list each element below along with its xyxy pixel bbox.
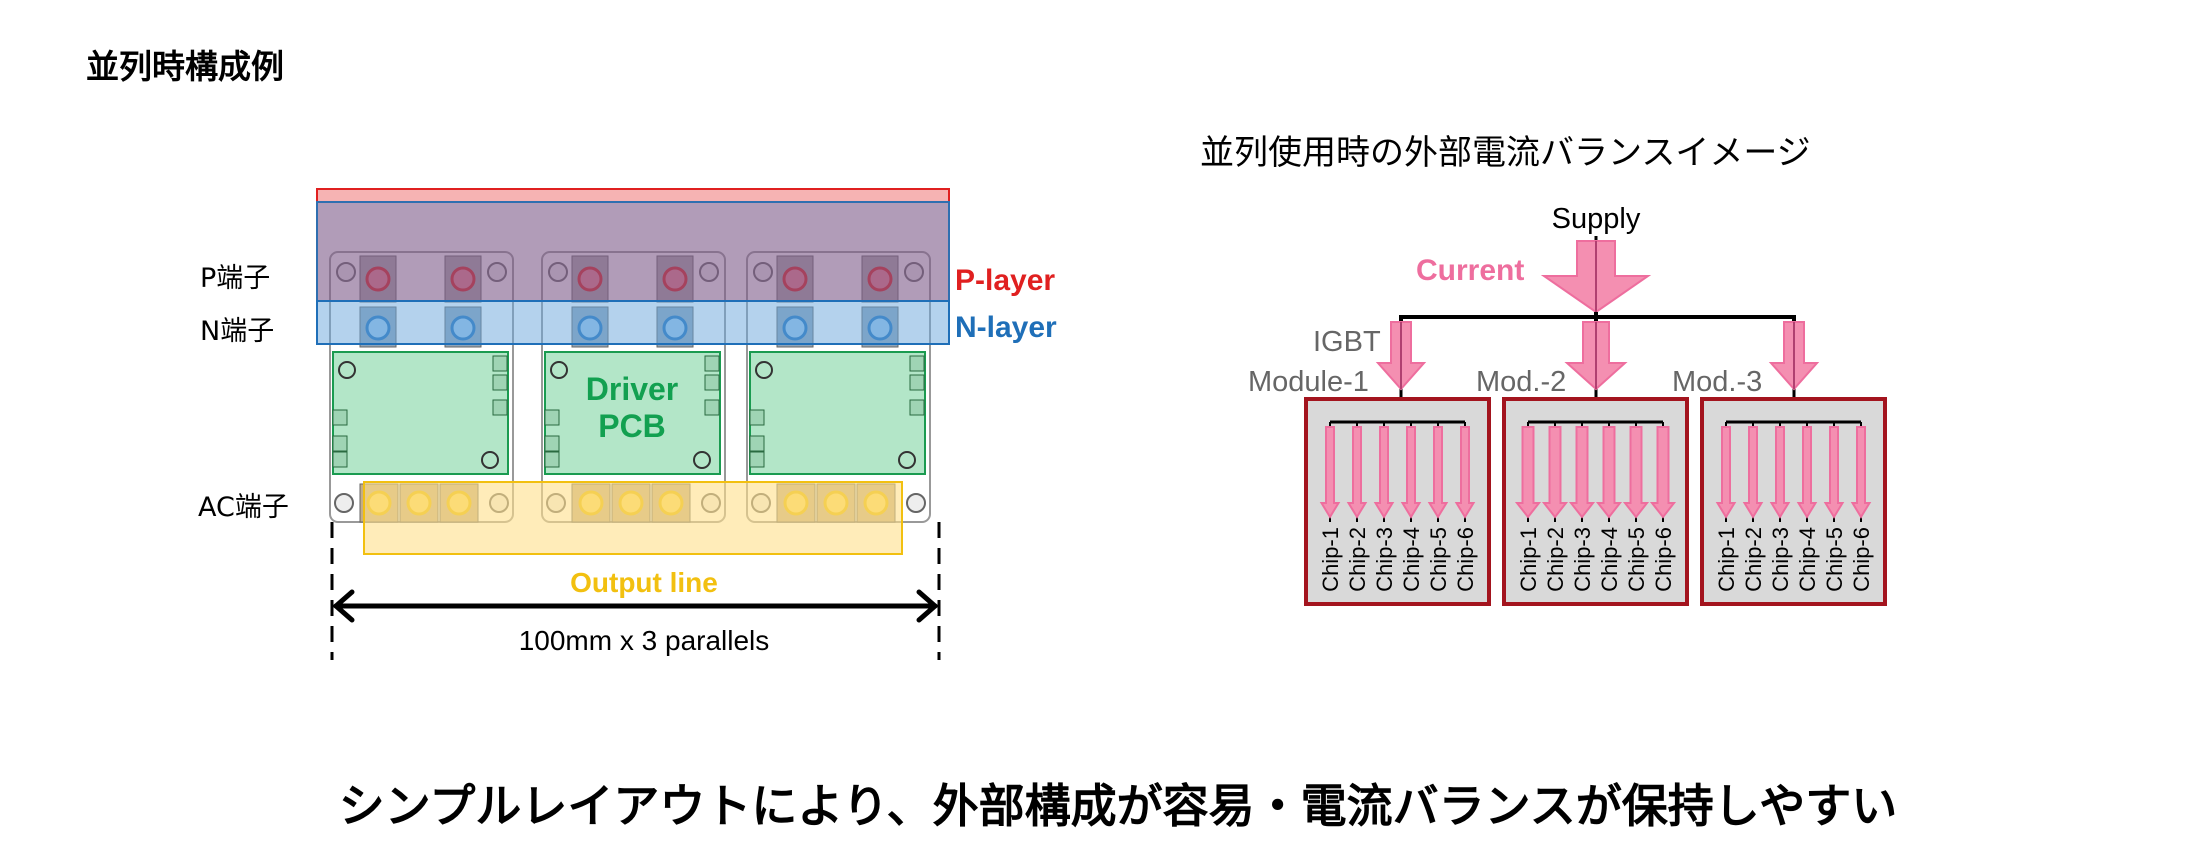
chip-label: Chip-5: [1426, 527, 1451, 592]
chip-label: Chip-1: [1714, 527, 1739, 592]
pcb-connector: [332, 451, 348, 468]
chip-label: Chip-3: [1372, 527, 1397, 592]
pcb-connector: [492, 355, 508, 372]
chip-current-arrow-icon: [1400, 426, 1422, 519]
chip-current-arrow-icon: [1769, 426, 1791, 519]
chip-current-arrow-icon: [1346, 426, 1368, 519]
pcb-connector: [909, 374, 925, 391]
pcb-hole-icon: [338, 361, 356, 379]
n-layer-overlay: [316, 300, 950, 345]
chip-current-arrow-icon: [1796, 426, 1818, 519]
driver-pcb: [544, 351, 721, 475]
ac-terminal-label: AC端子: [198, 492, 289, 523]
chip-label: Chip-6: [1849, 527, 1874, 592]
chip-label: Chip-2: [1741, 527, 1766, 592]
pcb-connector: [544, 435, 560, 452]
p-layer-overlay: [316, 201, 950, 302]
chip-current-arrow-icon: [1715, 426, 1737, 519]
chip-label: Chip-2: [1345, 527, 1370, 592]
pcb-hole-icon: [481, 451, 499, 469]
chip-current-arrow-icon: [1373, 426, 1395, 519]
chip-current-arrow-icon: [1823, 426, 1845, 519]
pcb-connector: [909, 355, 925, 372]
pcb-connector: [492, 399, 508, 416]
module-label: Mod.-2: [1476, 366, 1566, 398]
pcb-hole-icon: [550, 361, 568, 379]
output-line-label: Output line: [570, 567, 718, 598]
chip-current-arrow-icon: [1454, 426, 1476, 519]
pcb-connector: [749, 451, 765, 468]
chip-current-arrow-icon: [1850, 426, 1872, 519]
mounting-hole-icon: [334, 493, 354, 513]
module-label: Module-1: [1248, 366, 1369, 398]
pcb-connector: [704, 399, 720, 416]
pcb-connector: [332, 435, 348, 452]
chip-label: Chip-6: [1651, 527, 1676, 592]
pcb-hole-icon: [693, 451, 711, 469]
pcb-hole-icon: [898, 451, 916, 469]
pcb-connector: [544, 451, 560, 468]
chip-label: Chip-5: [1624, 527, 1649, 592]
chip-current-arrow-icon: [1514, 426, 1542, 519]
chip-label: Chip-4: [1399, 527, 1424, 592]
pcb-connector: [749, 409, 765, 426]
pcb-connector: [544, 409, 560, 426]
dimension-arrow: [332, 589, 939, 623]
chip-current-arrow-icon: [1595, 426, 1623, 519]
chip-current-arrow-icon: [1742, 426, 1764, 519]
footer-message: シンプルレイアウトにより、外部構成が容易・電流バランスが保持しやすい: [339, 779, 1897, 833]
module-box: [1304, 397, 1491, 606]
chip-label: Chip-3: [1768, 527, 1793, 592]
pcb-connector: [492, 374, 508, 391]
p-terminal-label: P端子: [200, 263, 270, 294]
chip-current-arrow-icon: [1649, 426, 1677, 519]
pcb-connector: [909, 399, 925, 416]
chip-label: Chip-3: [1570, 527, 1595, 592]
pcb-hole-icon: [755, 361, 773, 379]
chip-label: Chip-4: [1795, 527, 1820, 592]
chip-current-arrow-icon: [1427, 426, 1449, 519]
chip-label: Chip-4: [1597, 527, 1622, 592]
pcb-connector: [749, 435, 765, 452]
pcb-connector: [704, 374, 720, 391]
n-terminal-label: N端子: [200, 316, 274, 347]
pcb-connector: [332, 409, 348, 426]
current-label: Current: [1416, 254, 1524, 287]
left-title: 並列時構成例: [86, 47, 284, 86]
dimension-label: 100mm x 3 parallels: [519, 625, 770, 656]
chip-label: Chip-5: [1822, 527, 1847, 592]
driver-pcb-label-line2: PCB: [598, 408, 666, 444]
p-layer-label: P-layer: [955, 264, 1055, 297]
supply-label: Supply: [1552, 203, 1641, 235]
chip-current-arrow-icon: [1319, 426, 1341, 519]
chip-label: Chip-1: [1516, 527, 1541, 592]
driver-pcb-label-line1: Driver: [586, 371, 679, 407]
n-layer-label: N-layer: [955, 311, 1057, 344]
right-title: 並列使用時の外部電流バランスイメージ: [1200, 133, 1811, 173]
output-line-overlay: [363, 481, 903, 555]
chip-label: Chip-2: [1543, 527, 1568, 592]
chip-current-arrow-icon: [1622, 426, 1650, 519]
p-layer-strip: [316, 188, 950, 203]
mounting-hole-icon: [906, 493, 926, 513]
chip-current-arrow-icon: [1568, 426, 1596, 519]
module-label: Mod.-3: [1672, 366, 1762, 398]
chip-label: Chip-1: [1318, 527, 1343, 592]
module-box: [1700, 397, 1887, 606]
driver-pcb: [332, 351, 509, 475]
chip-label: Chip-6: [1453, 527, 1478, 592]
pcb-connector: [704, 355, 720, 372]
driver-pcb: [749, 351, 926, 475]
module-label-line1: IGBT: [1313, 326, 1381, 358]
chip-current-arrow-icon: [1541, 426, 1569, 519]
